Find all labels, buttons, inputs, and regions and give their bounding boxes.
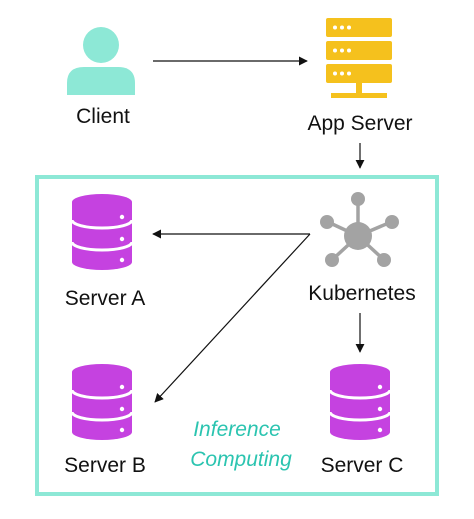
kubernetes-node: Kubernetes: [308, 192, 416, 305]
server-c-node: Server C: [321, 364, 404, 477]
network-hub-icon: [320, 192, 399, 267]
server-a-label: Server A: [65, 287, 146, 310]
server-b-node: Server B: [64, 364, 146, 477]
inference-computing-label-line1: Inference: [193, 418, 281, 441]
database-icon: [70, 194, 134, 270]
server-c-label: Server C: [321, 454, 404, 477]
app-server-label: App Server: [307, 112, 412, 135]
server-rack-icon: [326, 18, 392, 98]
server-b-label: Server B: [64, 454, 146, 477]
client-label: Client: [76, 105, 130, 128]
server-a-node: Server A: [65, 194, 146, 310]
user-icon: [67, 27, 135, 95]
inference-computing-frame: [35, 175, 439, 496]
arrow-kubernetes-to-server-b: [154, 233, 311, 403]
client-node: Client: [67, 27, 135, 128]
app-server-node: App Server: [307, 18, 413, 135]
kubernetes-label: Kubernetes: [308, 282, 415, 305]
inference-computing-label-line2: Computing: [190, 448, 292, 471]
database-icon: [328, 364, 392, 440]
database-icon: [70, 364, 134, 440]
